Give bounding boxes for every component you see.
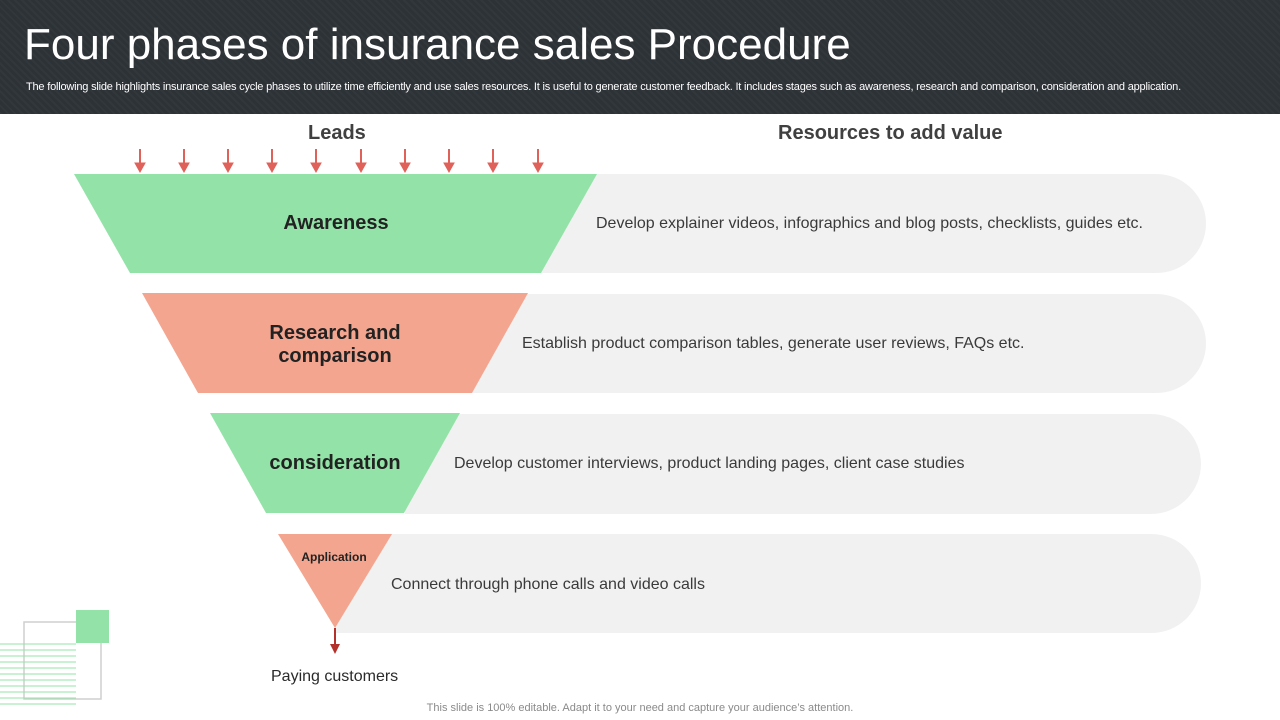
resource-pill-research bbox=[470, 294, 1206, 393]
resources-heading: Resources to add value bbox=[778, 122, 1003, 144]
resource-text-research: Establish product comparison tables, gen… bbox=[522, 335, 1025, 352]
footer-note: This slide is 100% editable. Adapt it to… bbox=[426, 702, 854, 714]
lead-arrow-icon bbox=[355, 149, 367, 174]
page-subtitle: The following slide highlights insurance… bbox=[26, 81, 1181, 93]
stage-label-application: Application bbox=[301, 550, 367, 564]
resource-pill-application bbox=[335, 534, 1201, 633]
lead-arrow-icon bbox=[222, 149, 234, 174]
header-bar: Four phases of insurance sales Procedure… bbox=[0, 0, 1280, 114]
lead-arrow-icon bbox=[532, 149, 544, 174]
lead-arrow-icon bbox=[399, 149, 411, 174]
lead-arrow-icon bbox=[310, 149, 322, 174]
stage-label-consideration: consideration bbox=[269, 452, 401, 474]
lead-arrow-icon bbox=[487, 149, 499, 174]
resource-text-consideration: Develop customer interviews, product lan… bbox=[454, 455, 965, 472]
lead-arrow-icon bbox=[443, 149, 455, 174]
leads-heading: Leads bbox=[308, 122, 366, 144]
lead-arrow-icon bbox=[178, 149, 190, 174]
paying-customers-label: Paying customers bbox=[271, 668, 399, 685]
lead-arrow-icon bbox=[134, 149, 146, 174]
stage-label-awareness: Awareness bbox=[283, 212, 389, 234]
resource-text-application: Connect through phone calls and video ca… bbox=[391, 576, 705, 593]
stage-label-research: Research and comparison bbox=[269, 322, 401, 367]
lead-arrow-icon bbox=[266, 149, 278, 174]
resource-pill-consideration bbox=[405, 414, 1201, 514]
decorative-corner-graphic bbox=[0, 610, 109, 705]
resource-text-awareness: Develop explainer videos, infographics a… bbox=[596, 215, 1143, 232]
resource-pill-awareness bbox=[540, 174, 1206, 273]
page-title: Four phases of insurance sales Procedure bbox=[24, 20, 851, 69]
